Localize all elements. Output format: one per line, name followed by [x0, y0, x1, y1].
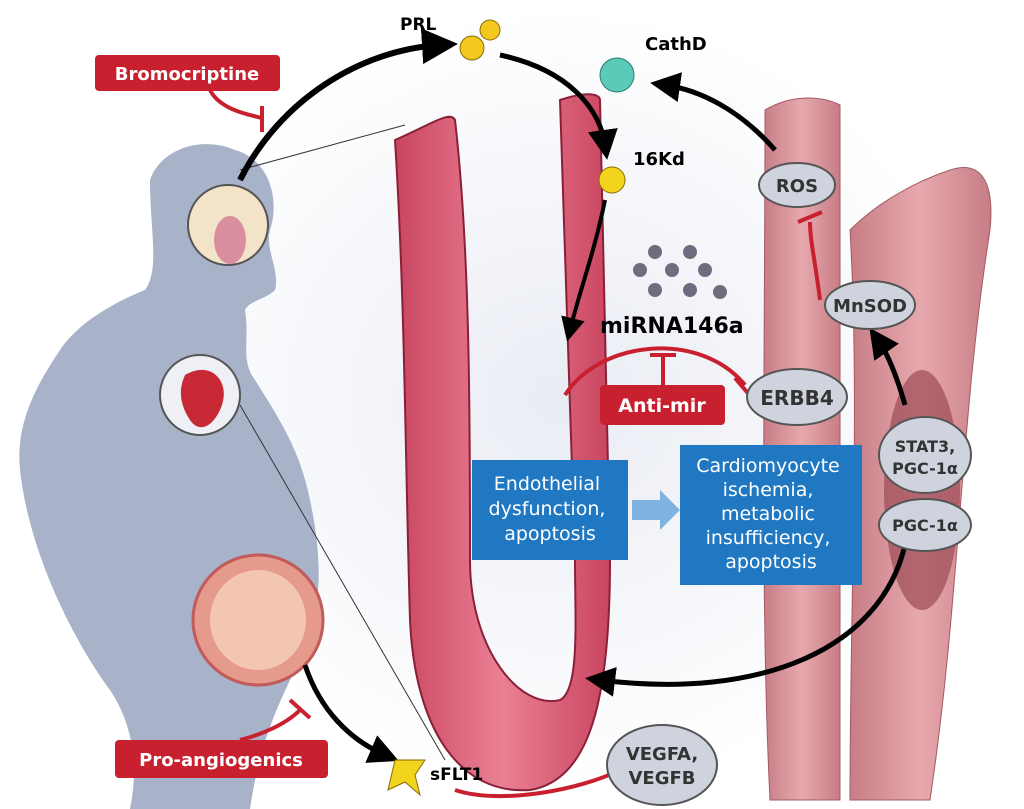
arrow-pgc1a-to-vessel — [585, 544, 908, 697]
16kd-molecule-icon — [598, 166, 626, 194]
cardiomyocyte-text: Cardiomyocyte ischemia, metabolic insuff… — [696, 455, 846, 573]
pgc1a-label: PGC-1α — [892, 516, 958, 535]
pgc1a-node — [878, 498, 972, 552]
anti-mir-badge: Anti-mir — [600, 385, 725, 425]
pro-angiogenics-badge: Pro-angiogenics — [115, 740, 328, 778]
arrow-prl-to-16kd — [499, 52, 618, 160]
connector-line — [239, 124, 406, 171]
anti-mir-label: Anti-mir — [618, 395, 706, 417]
sflt1-label: sFLT1 — [430, 765, 483, 785]
arrow-ros-to-cathd — [650, 72, 777, 152]
stat3-node — [878, 416, 972, 494]
ros-label: ROS — [776, 176, 818, 197]
heart-icon — [180, 369, 224, 428]
prl-molecule-icon — [479, 19, 501, 41]
vegf-label-line2: VEGFB — [628, 768, 695, 789]
mirna-label: miRNA146a — [600, 314, 744, 339]
stat3-label-line2: PGC-1α — [892, 459, 958, 478]
endothelial-box — [472, 460, 628, 560]
mnsod-label: MnSOD — [833, 296, 907, 317]
sflt1-molecule-icon — [387, 759, 426, 797]
connector-line — [239, 404, 446, 761]
stat3-label: STAT3, — [895, 437, 955, 456]
arrow-placenta-to-sflt1 — [302, 664, 399, 763]
pro-angiogenics-label: Pro-angiogenics — [139, 750, 303, 771]
16kd-label: 16Kd — [633, 149, 685, 170]
erbb4-label: ERBB4 — [760, 386, 833, 410]
mirna-particles-icon — [633, 245, 727, 299]
arrow-endothelial-to-cardiomyocyte — [632, 490, 680, 530]
arrow-stat3-to-mnsod — [869, 327, 908, 406]
prl-molecule-icon — [459, 35, 485, 61]
bromocriptine-label: Bromocriptine — [115, 64, 259, 85]
pituitary-gland-icon — [214, 216, 246, 264]
bromocriptine-badge: Bromocriptine — [95, 55, 280, 91]
vegf-node — [606, 724, 718, 806]
prl-label: PRL — [400, 15, 437, 35]
endothelial-text: Endothelial dysfunction, apoptosis — [489, 473, 612, 545]
inhibition-lines — [208, 88, 823, 799]
mnsod-node — [824, 280, 916, 330]
cathd-label: CathD — [645, 34, 707, 55]
erbb4-node — [746, 368, 848, 426]
vegf-label: VEGFA, — [626, 744, 698, 765]
cardiomyocyte-box — [680, 445, 862, 585]
fetus-icon — [210, 570, 306, 670]
arrow-16kd-to-vessel — [561, 199, 607, 342]
arrow-pituitary-to-prl — [237, 28, 458, 182]
cathd-molecule-icon — [599, 57, 635, 93]
ros-node — [758, 162, 836, 208]
